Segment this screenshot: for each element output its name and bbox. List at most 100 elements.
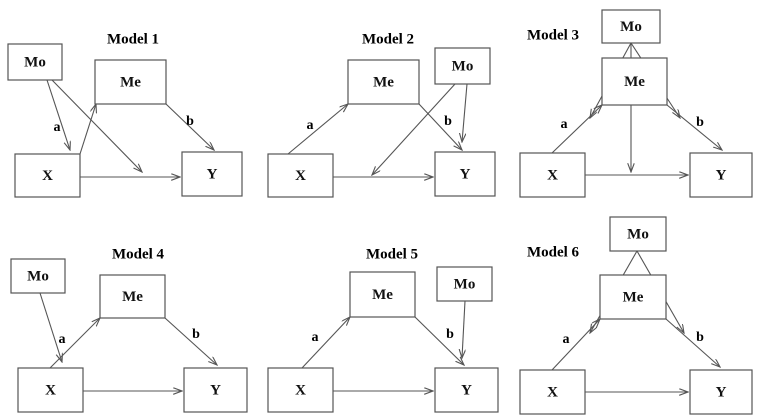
model-1-title: Model 1	[107, 31, 159, 47]
model-5-edge-mo-moderates-b	[462, 300, 465, 358]
model-4-node-x-box	[17, 367, 84, 413]
model-3-edge-x-to-me	[551, 105, 602, 154]
model-5-title: Model 5	[366, 246, 418, 262]
model-6-title: Model 6	[527, 244, 580, 260]
model-4-title: Model 4	[112, 246, 165, 262]
model-5-node-x-box	[267, 367, 334, 413]
model-1-node-mo-label: Mo	[24, 54, 46, 70]
model-2-node-y: Y	[434, 151, 496, 197]
model-6-node-y-box	[689, 369, 753, 415]
model-3-title: Model 3	[527, 27, 579, 43]
model-2-node-mo: Mo	[434, 47, 491, 85]
model-6-node-y-label: Y	[716, 384, 727, 400]
model-2-node-x-box	[267, 153, 334, 198]
model-2: Model 2 a b Me MoX Y	[267, 31, 496, 198]
model-2-edge-mo-moderates-c	[372, 83, 456, 175]
model-4-node-mo-box	[10, 258, 66, 294]
model-6-node-mo: Mo	[609, 216, 667, 252]
model-1-edge-mo-moderates-c	[51, 79, 142, 172]
model-2-node-y-label: Y	[460, 166, 471, 182]
model-1-edge-x-to-me	[79, 104, 96, 155]
model-1-node-x: X	[14, 153, 81, 198]
model-3-node-mo-label: Mo	[620, 19, 642, 35]
model-4-node-y-box	[183, 367, 248, 413]
model-5-node-me-label: Me	[372, 287, 393, 303]
model-2-edge-x-to-me	[287, 104, 348, 155]
model-1-node-x-box	[14, 153, 81, 198]
model-2-path-label-a: a	[307, 118, 314, 133]
model-4-path-label-a: a	[59, 332, 66, 347]
model-1-edge-me-to-y	[165, 103, 214, 150]
model-1-node-me-box	[94, 59, 167, 105]
model-2-edge-mo-moderates-b	[462, 83, 468, 142]
model-6-edge-x-to-me	[551, 319, 600, 371]
model-3-node-y-box	[689, 152, 753, 198]
model-2-title: Model 2	[362, 31, 414, 47]
model-6-node-mo-label: Mo	[627, 226, 649, 242]
model-1-path-label-a: a	[54, 120, 61, 135]
model-3-node-x: X	[519, 152, 586, 198]
model-4-node-mo-label: Mo	[27, 268, 49, 284]
model-4-edge-x-to-me	[49, 318, 100, 369]
model-4-node-y: Y	[183, 367, 248, 413]
model-5-node-mo: Mo	[436, 266, 493, 302]
model-3-path-label-b: b	[696, 115, 704, 130]
model-3-node-me-label: Me	[624, 74, 645, 90]
model-2-node-me-box	[347, 59, 420, 105]
model-5-node-x-label: X	[295, 382, 306, 398]
model-2-node-x-label: X	[295, 168, 306, 184]
model-5: Model 5 a b Me MoX Y	[267, 246, 499, 413]
model-2-path-label-b: b	[444, 114, 452, 129]
model-2-node-me-label: Me	[373, 74, 394, 90]
model-3-node-x-label: X	[547, 167, 558, 183]
model-5-node-y-label: Y	[461, 382, 472, 398]
model-6-edge-me-to-y	[665, 318, 720, 367]
model-6-node-mo-box	[609, 216, 667, 252]
model-5-edge-x-to-me	[301, 317, 350, 369]
model-3-node-x-box	[519, 152, 586, 198]
model-4-node-x-label: X	[45, 382, 56, 398]
model-4-node-me-box	[99, 274, 166, 319]
model-6-node-me-label: Me	[623, 289, 644, 305]
model-4-node-mo: Mo	[10, 258, 66, 294]
model-2-node-mo-box	[434, 47, 491, 85]
model-6-path-label-a: a	[563, 332, 570, 347]
model-5-node-me: Me	[349, 271, 416, 318]
model-2-node-y-box	[434, 151, 496, 197]
model-3-node-me-box	[601, 57, 668, 106]
model-4-node-me: Me	[99, 274, 166, 319]
model-4-node-me-label: Me	[122, 289, 143, 305]
model-5-node-y-box	[434, 367, 499, 413]
model-3-path-label-a: a	[561, 117, 568, 132]
model-1-node-me-label: Me	[120, 74, 141, 90]
model-1-node-mo: Mo	[7, 43, 63, 81]
model-3-node-me: Me	[601, 57, 668, 106]
model-6-node-me-box	[599, 274, 667, 320]
model-3-node-y-label: Y	[716, 167, 727, 183]
model-6-node-me: Me	[599, 274, 667, 320]
model-1-path-label-b: b	[186, 114, 194, 129]
model-4-edge-mo-moderates-a	[39, 292, 62, 362]
model-6-path-label-b: b	[696, 330, 704, 345]
model-5-path-label-b: b	[446, 327, 454, 342]
model-6-node-y: Y	[689, 369, 753, 415]
model-5-node-mo-box	[436, 266, 493, 302]
model-6-node-x: X	[519, 369, 586, 415]
model-2-node-mo-label: Mo	[452, 58, 474, 74]
model-2-node-x: X	[267, 153, 334, 198]
model-1-node-y-label: Y	[207, 166, 218, 182]
model-2-node-me: Me	[347, 59, 420, 105]
model-1-node-y: Y	[181, 151, 243, 197]
model-5-path-label-a: a	[312, 330, 319, 345]
model-1-node-me: Me	[94, 59, 167, 105]
model-6-node-x-label: X	[547, 384, 558, 400]
model-5-edge-me-to-y	[414, 316, 464, 365]
model-4-edge-me-to-y	[164, 317, 217, 365]
model-1-node-mo-box	[7, 43, 63, 81]
model-5-node-x: X	[267, 367, 334, 413]
model-3-node-mo-box	[601, 9, 661, 44]
model-1-edge-mo-moderates-a	[46, 79, 70, 150]
